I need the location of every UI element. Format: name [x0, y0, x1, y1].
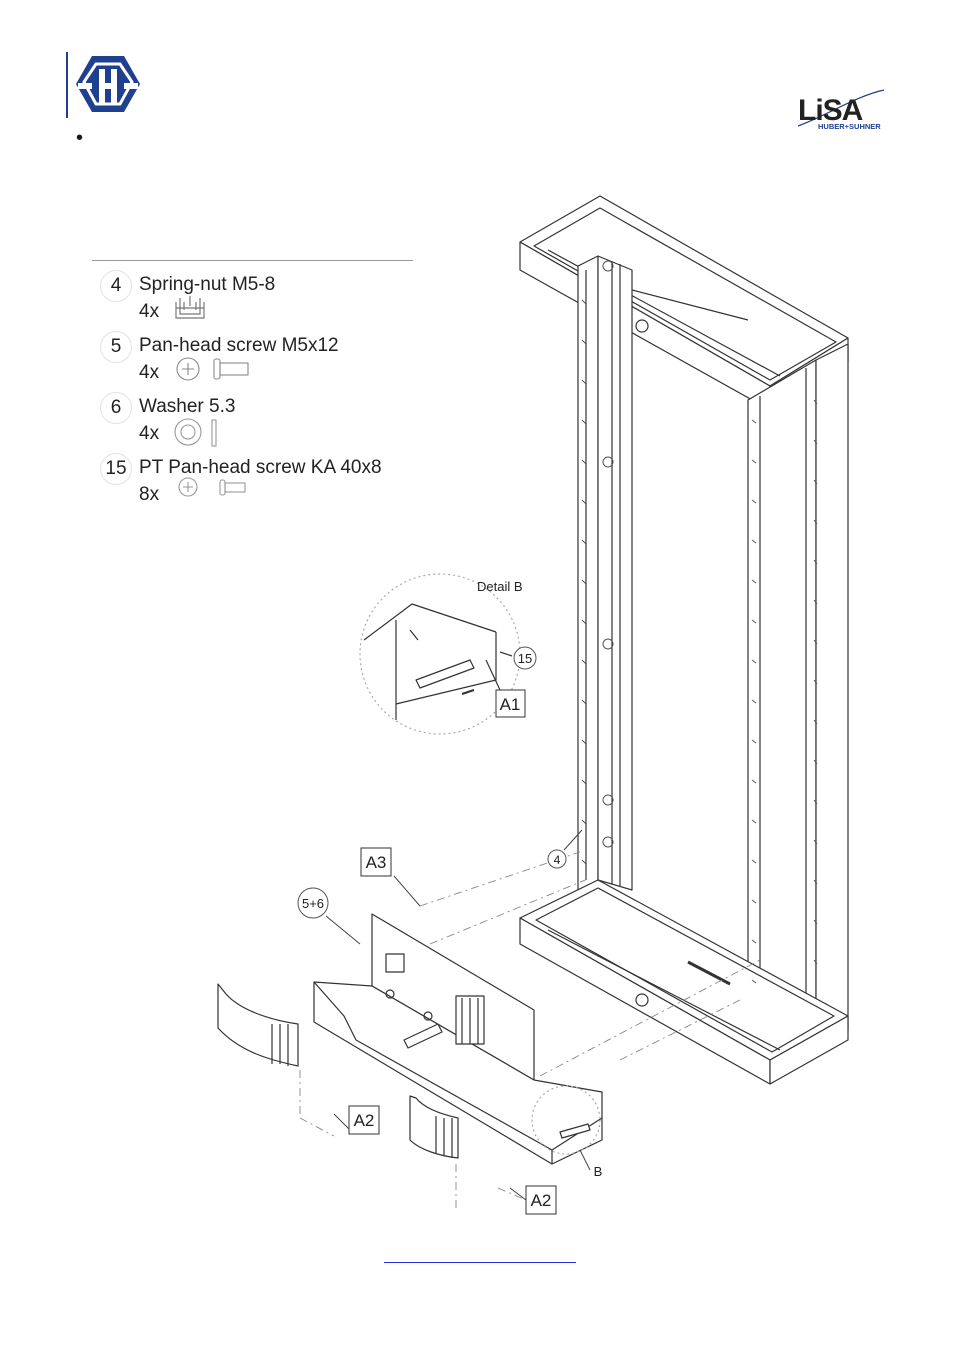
- washer-icon: [174, 418, 217, 447]
- logo-subtext: HUBER+SUHNER: [818, 122, 881, 131]
- detail-b-label: Detail B: [477, 579, 523, 594]
- part-name: PT Pan-head screw KA 40x8: [139, 457, 382, 478]
- part-quantity: 4x: [139, 362, 160, 383]
- part-item-spring-nut: 4 Spring-nut M5-8 4x: [100, 266, 440, 326]
- callout-a1: A1: [500, 695, 521, 714]
- pan-head-screw-icon: [176, 357, 249, 381]
- part-quantity: 4x: [139, 301, 160, 322]
- callout-a2-left: A2: [354, 1111, 375, 1130]
- callout-a3: A3: [366, 853, 387, 872]
- part-item-washer: 6 Washer 5.3 4x: [100, 388, 440, 448]
- footer-link[interactable]: [384, 1248, 576, 1263]
- upright-holes: [581, 260, 818, 984]
- part-number: 5: [100, 331, 132, 363]
- part-number: 15: [100, 453, 132, 485]
- part-name: Pan-head screw M5x12: [139, 335, 339, 356]
- callout-4: 4: [554, 853, 561, 867]
- pt-screw-icon: [178, 477, 246, 497]
- rack-left-upright: [577, 255, 633, 893]
- part-number: 4: [100, 270, 132, 302]
- part-name: Washer 5.3: [139, 396, 236, 417]
- logo-text: LiSA: [798, 94, 863, 127]
- spring-nut-icon: [175, 296, 205, 319]
- part-name: Spring-nut M5-8: [139, 274, 276, 295]
- parts-list-divider: [92, 260, 413, 261]
- part-item-pan-head-screw: 5 Pan-head screw M5x12 4x: [100, 327, 440, 387]
- front-cover-panel: [313, 913, 603, 1165]
- rack-right-upright: [631, 289, 849, 1047]
- callout-a2-right: A2: [531, 1191, 552, 1210]
- callout-b: B: [594, 1164, 603, 1179]
- assembly-guide-lines: [299, 851, 761, 1210]
- lisa-huber-suhner-logo-icon: LiSA HUBER+SUHNER: [796, 86, 888, 132]
- callout-5-6: 5+6: [302, 896, 324, 911]
- cable-guide-right: [409, 1095, 459, 1159]
- cable-guide-left: [217, 983, 299, 1067]
- hexagon-h-logo-icon: [66, 52, 140, 118]
- part-item-pt-screw: 15 PT Pan-head screw KA 40x8 8x: [100, 449, 440, 509]
- part-quantity: 4x: [139, 423, 160, 444]
- list-bullet: •: [76, 127, 84, 149]
- part-quantity: 8x: [139, 484, 160, 505]
- part-number: 6: [100, 392, 132, 424]
- rack-bottom-frame: [519, 879, 849, 1085]
- detail-b-view: [359, 573, 521, 735]
- callout-15: 15: [518, 651, 532, 666]
- leader-lines: [325, 829, 591, 1201]
